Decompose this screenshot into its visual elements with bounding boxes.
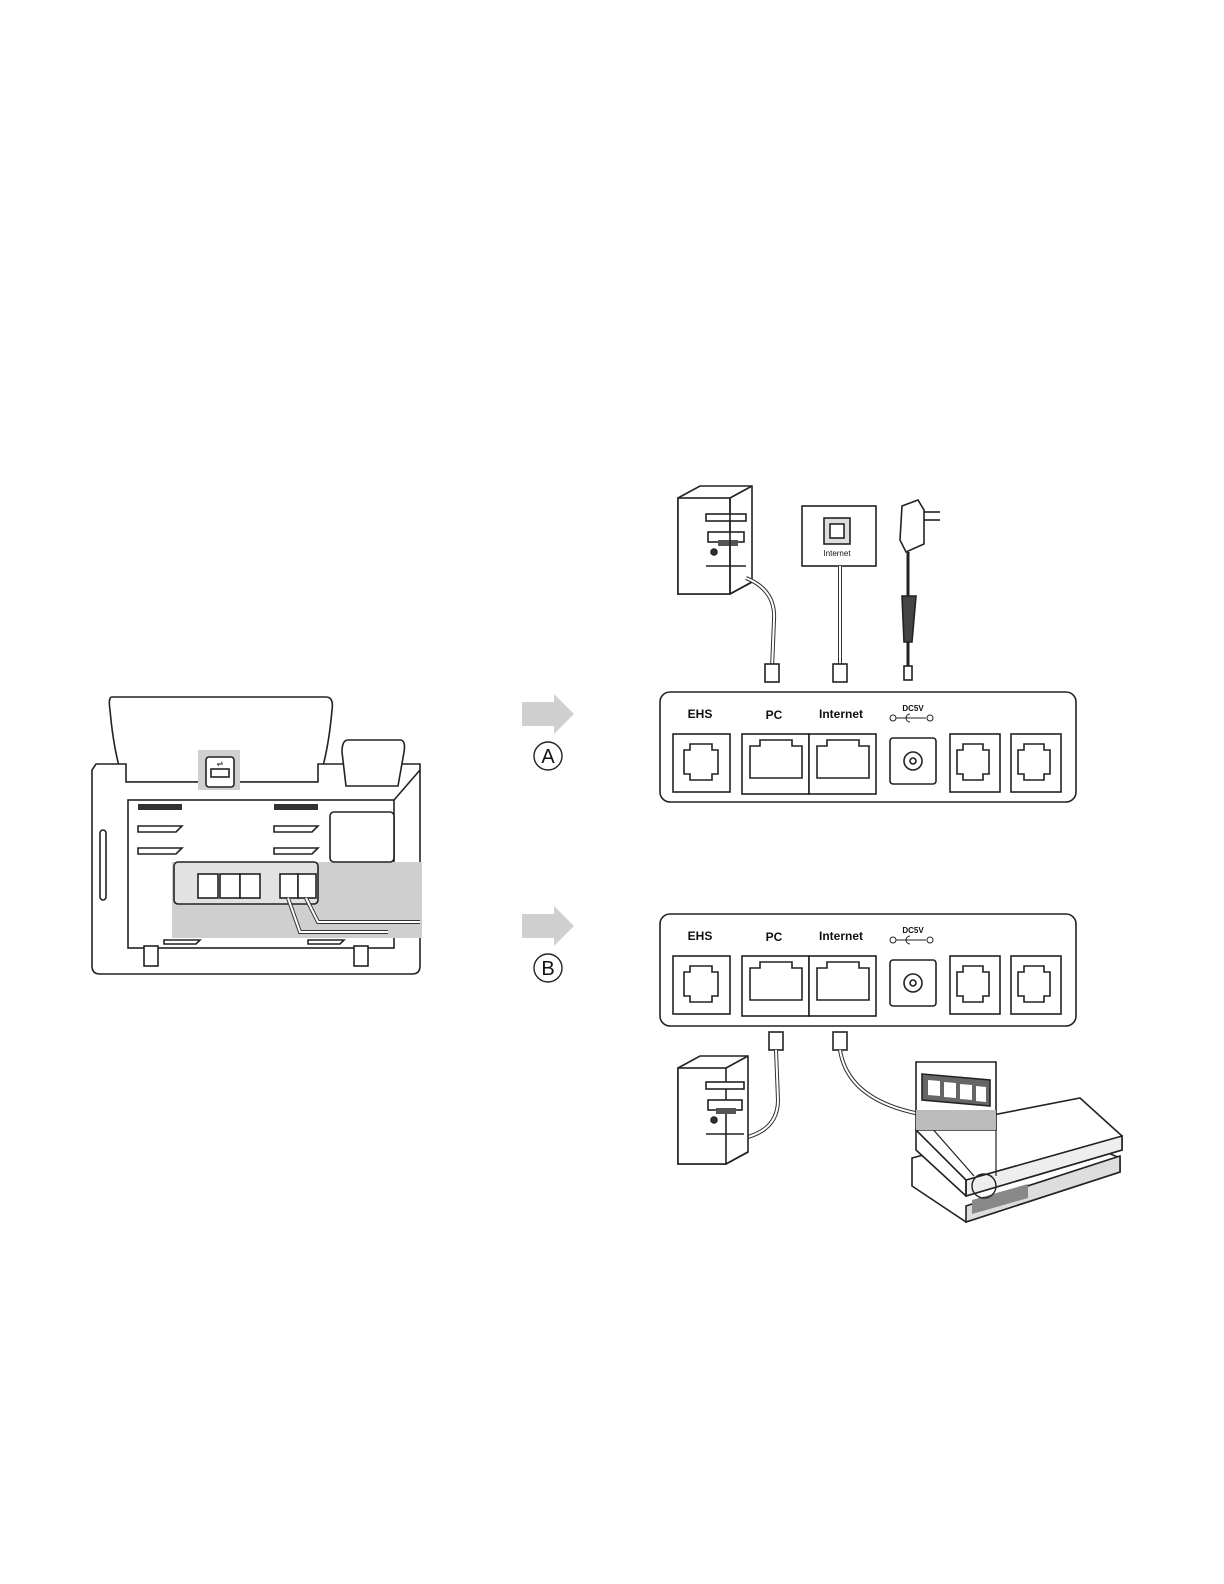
dc5v-label-b: DC5V <box>902 926 924 935</box>
arrow-a-icon <box>522 694 574 734</box>
pc-label-a: PC <box>766 708 783 722</box>
rj45-plug-internet-b-icon <box>833 1032 847 1050</box>
internet-label-a: Internet <box>819 707 863 721</box>
ehs-label-a: EHS <box>688 707 713 721</box>
network-switch-icon <box>912 1062 1122 1222</box>
svg-text:⇌: ⇌ <box>217 759 224 768</box>
pc-cable-a <box>746 578 774 668</box>
phone-back-illustration: ⇌ <box>92 697 422 974</box>
ehs-label-b: EHS <box>688 929 713 943</box>
port-panel-b: EHS PC Internet DC5V <box>660 914 1076 1026</box>
arrow-b-icon <box>522 906 574 946</box>
pc-label-b: PC <box>766 930 783 944</box>
pc-tower-b-icon <box>678 1056 748 1164</box>
power-adapter-icon <box>900 500 940 680</box>
marker-a-label: A <box>541 746 555 768</box>
pc-cable-b <box>744 1050 778 1138</box>
dc5v-label-a: DC5V <box>902 704 924 713</box>
marker-b: B <box>534 954 562 982</box>
rj45-plug-pc-a-icon <box>765 664 779 682</box>
rj45-plug-pc-b-icon <box>769 1032 783 1050</box>
pc-tower-a-icon <box>678 486 752 594</box>
wall-jack-icon: Internet <box>802 506 876 566</box>
marker-b-label: B <box>541 958 554 980</box>
rj45-plug-internet-a-icon <box>833 664 847 682</box>
port-panel-a: EHS PC Internet DC5V <box>660 692 1076 802</box>
internet-label-b: Internet <box>819 929 863 943</box>
marker-a: A <box>534 742 562 770</box>
wall-jack-label: Internet <box>823 549 851 558</box>
